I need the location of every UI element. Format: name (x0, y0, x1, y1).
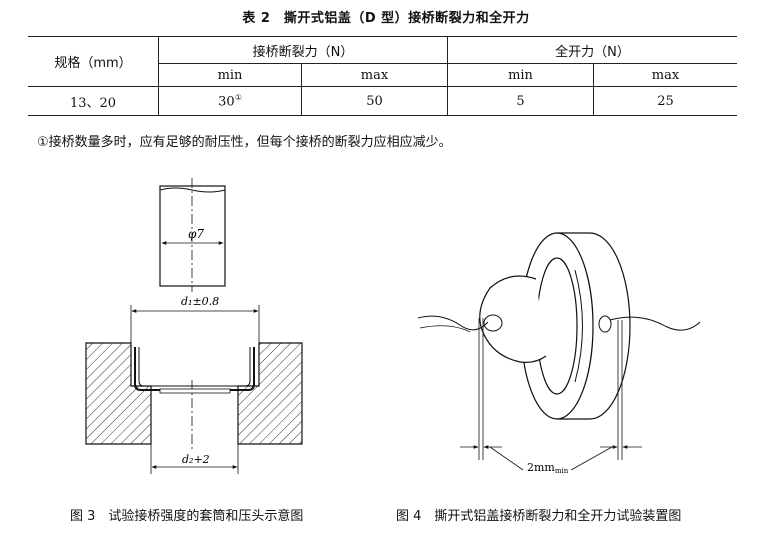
open-min-cell: 5 (447, 86, 594, 116)
figure3-drawing: φ7 d₁±0.8 d₂+2 (85, 178, 303, 474)
table-footnote: ①接桥数量多时，应有足够的耐压性，但每个接桥的断裂力应相应减少。 (37, 135, 452, 150)
open-force-header: 全开力（N） (447, 36, 737, 64)
spec-cell: 13、20 (28, 86, 159, 116)
spec-table: 规格（mm） 接桥断裂力（N） 全开力（N） min max min max 1… (28, 36, 737, 116)
aluminum-cap (134, 347, 255, 391)
sleeve-body (85, 342, 303, 445)
figure4-caption: 图 4 撕开式铝盖接桥断裂力和全开力试验装置图 (396, 509, 682, 524)
bridge-min-value: 30 (218, 94, 235, 110)
phi7-label: φ7 (188, 227, 204, 241)
figure3-caption: 图 3 试验接桥强度的套筒和压头示意图 (70, 509, 304, 524)
gap-label: 2mmmin (527, 461, 569, 475)
bridge-force-header: 接桥断裂力（N） (158, 36, 448, 64)
cap-tab (479, 275, 547, 363)
left-wire (417, 315, 489, 331)
bridge-min-header: min (158, 63, 302, 87)
right-wire (609, 316, 701, 331)
bridge-max-cell: 50 (301, 86, 448, 116)
footnote-mark: ① (234, 92, 242, 102)
table-title: 表 2 撕开式铝盖（D 型）接桥断裂力和全开力 (242, 11, 530, 26)
gap-label-sub: min (555, 467, 569, 475)
figure4-drawing: 2mmmin (417, 232, 701, 475)
press-head (159, 185, 226, 287)
d1-label: d₁±0.8 (181, 295, 219, 308)
d2-label: d₂+2 (182, 453, 210, 466)
bridge-min-cell: 30① (158, 86, 302, 116)
gap-label-value: 2mm (527, 461, 555, 474)
spec-header: 规格（mm） (28, 36, 159, 87)
open-max-cell: 25 (593, 86, 737, 116)
